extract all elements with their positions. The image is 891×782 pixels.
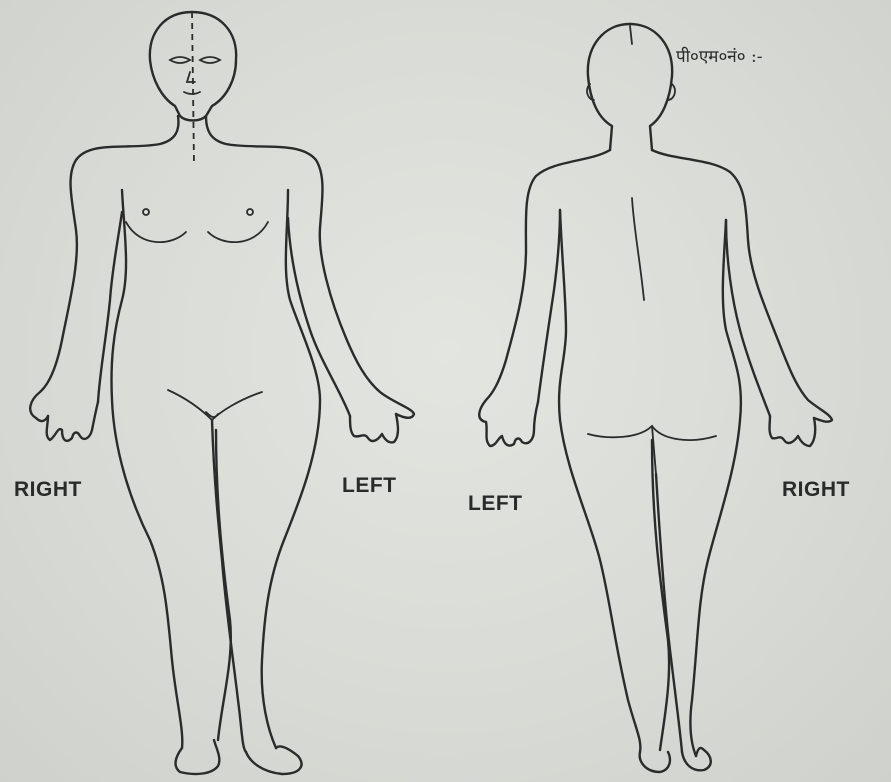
front-right-side-label: RIGHT [14,478,82,502]
back-left-side-label: LEFT [468,492,523,516]
front-left-side-label: LEFT [342,474,397,498]
back-right-side-label: RIGHT [782,478,850,502]
pm-number-label: पी०एम०नं० :- [676,44,762,67]
